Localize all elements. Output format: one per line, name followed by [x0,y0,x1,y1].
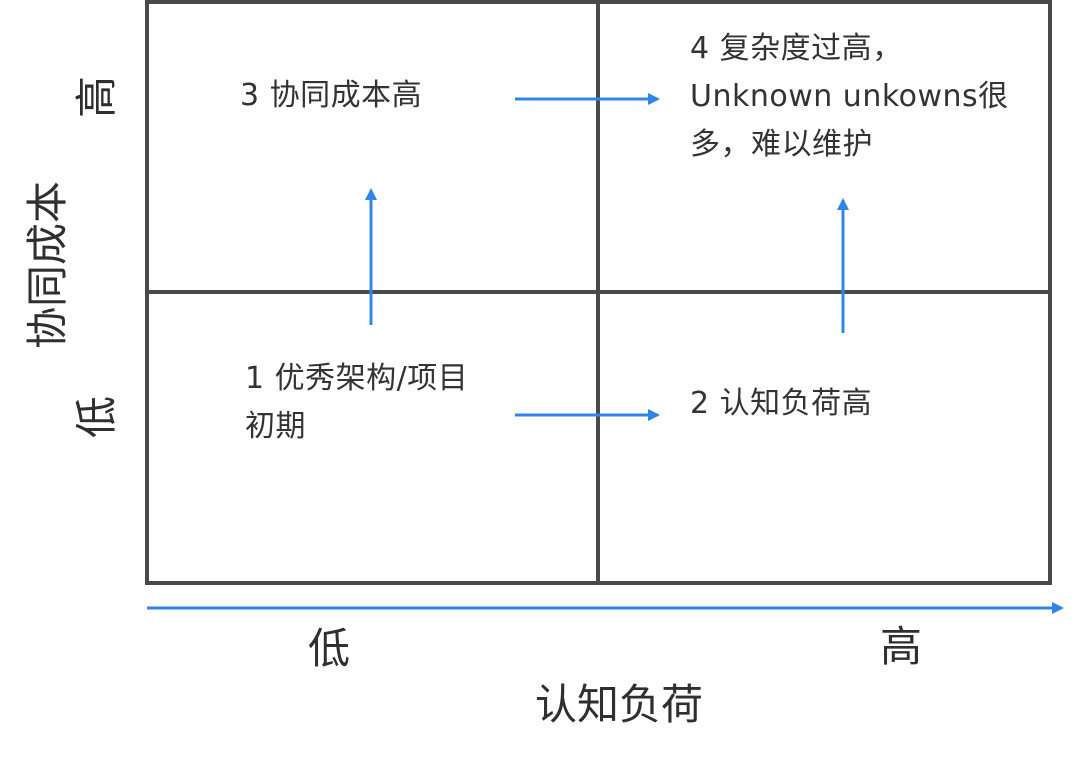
quadrant-top-right-label: 4 复杂度过高，Unknown unkowns很多，难以维护 [690,31,1009,162]
x-axis-low-label: 低 [308,624,351,673]
quadrant-top-left-label: 3 协同成本高 [240,78,423,113]
x-axis-title: 认知负荷 [535,680,704,729]
y-axis-title: 协同成本 [23,180,72,350]
x-axis-high-label: 高 [880,622,923,671]
quadrant-bottom-left-label: 1 优秀架构/项目初期 [245,361,469,444]
y-axis-high-label: 高 [72,75,122,119]
quadrant-bottom-right-label: 2 认知负荷高 [690,386,873,421]
y-axis-low-label: 低 [72,395,122,439]
